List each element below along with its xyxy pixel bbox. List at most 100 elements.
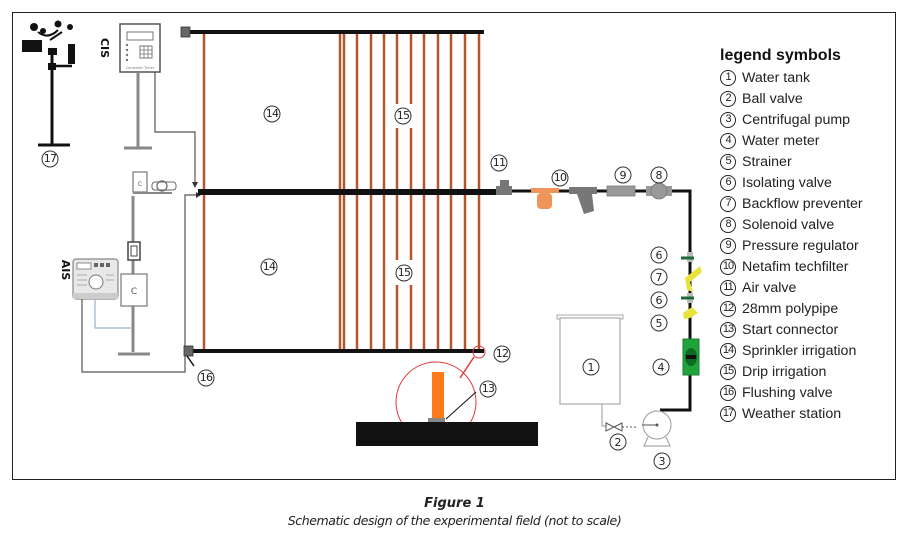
legend-number-badge: 14 xyxy=(720,342,736,359)
marker-17: 17 xyxy=(41,150,59,168)
marker-circle xyxy=(652,358,670,376)
marker-14b: 14 xyxy=(260,258,278,276)
marker-circle xyxy=(263,105,281,123)
legend-number-badge: 4 xyxy=(720,132,736,149)
isolating-valve-2-icon xyxy=(681,293,694,303)
marker-circle xyxy=(260,258,278,276)
legend-item-label: Strainer xyxy=(742,153,792,170)
legend-number-badge: 7 xyxy=(720,195,736,212)
marker-5: 5 xyxy=(650,314,668,332)
marker-9: 9 xyxy=(614,166,632,184)
cis-controller-icon: Controller Timer xyxy=(119,23,198,188)
marker-number: 4 xyxy=(658,361,665,374)
legend-number-badge: 8 xyxy=(720,216,736,233)
figure-frame xyxy=(12,12,896,480)
ais-controller-icon: C C xyxy=(72,171,201,373)
legend-number-badge: 5 xyxy=(720,153,736,170)
marker-16: 16 xyxy=(197,369,215,387)
cis-label: CIS xyxy=(98,38,111,58)
legend-item-label: Water meter xyxy=(742,132,820,149)
solenoid-valve-icon xyxy=(646,182,672,200)
cis-controller-text: Controller Timer xyxy=(126,66,155,70)
legend-number-badge: 9 xyxy=(720,237,736,254)
legend-item: 14 Sprinkler irrigation xyxy=(720,340,895,361)
legend-item: 10 Netafim techfilter xyxy=(720,256,895,277)
netafim-techfilter-icon xyxy=(531,188,559,209)
marker-15b: 15 xyxy=(395,264,413,282)
legend-item: 13 Start connector xyxy=(720,319,895,340)
ais-label: AIS xyxy=(59,260,72,281)
legend-number-badge: 1 xyxy=(720,69,736,86)
marker-circle xyxy=(479,380,497,398)
legend-item-label: Netafim techfilter xyxy=(742,258,849,275)
drip-lateral-section xyxy=(432,372,444,419)
centrifugal-pump-icon xyxy=(642,410,672,447)
figure-caption: Schematic design of the experimental fie… xyxy=(287,513,622,528)
legend-item: 7 Backflow preventer xyxy=(720,193,895,214)
meter-box-label: C xyxy=(131,287,137,297)
legend-number-badge: 12 xyxy=(720,300,736,317)
marker-number: 13 xyxy=(482,382,495,395)
y-strainer-icon xyxy=(569,187,597,214)
marker-15a: 15 xyxy=(394,107,412,125)
marker-number: 17 xyxy=(44,152,57,165)
meter-box-small-label: C xyxy=(138,181,142,188)
marker-number: 1 xyxy=(588,361,595,374)
legend-title: legend symbols xyxy=(720,47,841,64)
marker-circle xyxy=(650,166,668,184)
marker-circle xyxy=(582,358,600,376)
legend-item-label: Start connector xyxy=(742,321,839,338)
marker-number: 15 xyxy=(397,109,410,122)
legend-item-label: Centrifugal pump xyxy=(742,111,851,128)
marker-8: 8 xyxy=(650,166,668,184)
marker-circle xyxy=(197,369,215,387)
marker-6a: 6 xyxy=(650,246,668,264)
marker-circle xyxy=(394,107,412,125)
marker-10: 10 xyxy=(551,169,569,187)
marker-number: 15 xyxy=(398,266,411,279)
ball-valve-icon xyxy=(605,422,636,432)
marker-4: 4 xyxy=(652,358,670,376)
marker-number: 11 xyxy=(493,156,505,169)
marker-number: 10 xyxy=(554,171,567,184)
marker-number: 9 xyxy=(620,169,627,182)
legend-item-label: Ball valve xyxy=(742,90,803,107)
legend-item-label: Backflow preventer xyxy=(742,195,863,212)
detail-callout xyxy=(356,345,538,446)
legend-number-badge: 11 xyxy=(720,279,736,296)
legend-number-badge: 2 xyxy=(720,90,736,107)
marker-13: 13 xyxy=(479,380,497,398)
polypipe-section xyxy=(356,422,538,446)
marker-number: 8 xyxy=(656,169,663,182)
legend-item-label: 28mm polypipe xyxy=(742,300,839,317)
marker-circle xyxy=(41,150,59,168)
legend-item-label: Weather station xyxy=(742,405,842,422)
legend-number-badge: 13 xyxy=(720,321,736,338)
legend-item: 9 Pressure regulator xyxy=(720,235,895,256)
marker-3: 3 xyxy=(653,452,671,470)
legend-item-label: Pressure regulator xyxy=(742,237,859,254)
marker-1: 1 xyxy=(582,358,600,376)
start-connector-icon xyxy=(428,418,445,422)
legend-number-badge: 10 xyxy=(720,258,736,275)
marker-circle xyxy=(653,452,671,470)
marker-number: 7 xyxy=(656,271,663,284)
top-flushing-valve-icon xyxy=(180,26,191,38)
legend-item-label: Sprinkler irrigation xyxy=(742,342,857,359)
legend-number-badge: 15 xyxy=(720,363,736,380)
marker-circle xyxy=(650,314,668,332)
legend-item: 2 Ball valve xyxy=(720,88,895,109)
water-meter-icon xyxy=(682,338,700,376)
legend-number-badge: 6 xyxy=(720,174,736,191)
marker-number: 14 xyxy=(266,107,279,120)
marker-circle xyxy=(395,264,413,282)
legend-item-label: Flushing valve xyxy=(742,384,833,401)
